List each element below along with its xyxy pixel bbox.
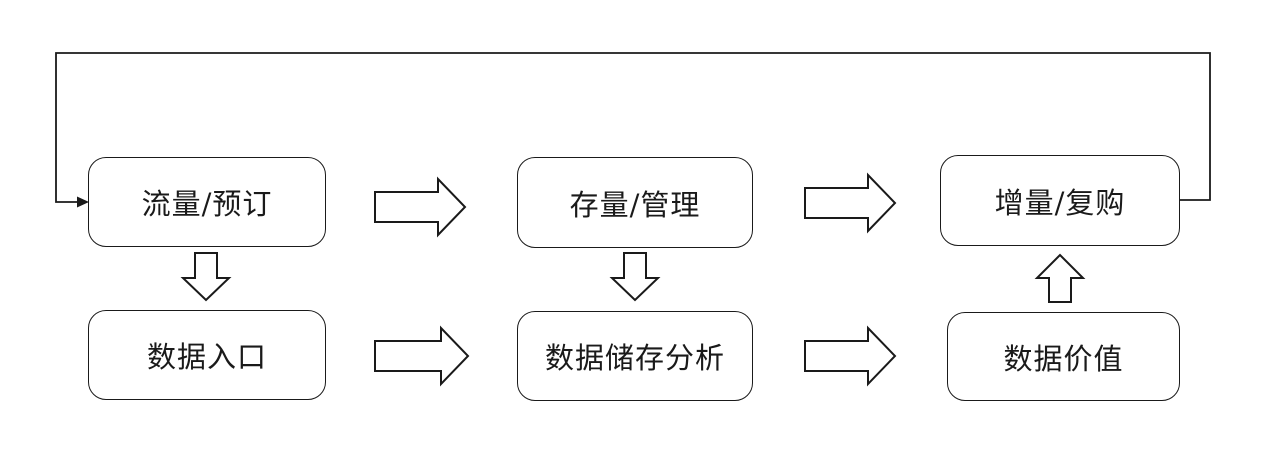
node-traffic-booking-label: 流量/预订 — [141, 187, 273, 221]
arrow-traffic-to-entry-icon — [180, 252, 232, 302]
node-traffic-booking: 流量/预订 — [88, 157, 326, 247]
arrow-traffic-to-stock-icon — [374, 176, 467, 238]
arrow-entry-to-storage-icon — [374, 325, 470, 387]
node-stock-management-label: 存量/管理 — [569, 187, 701, 222]
feedback-arrowhead-icon — [77, 196, 89, 208]
node-data-entry: 数据入口 — [88, 310, 326, 400]
node-data-value: 数据价值 — [947, 312, 1180, 401]
node-data-entry-label: 数据入口 — [146, 340, 267, 374]
node-increment-repurchase-label: 增量/复购 — [994, 185, 1126, 220]
arrow-stock-to-storage-icon — [609, 252, 661, 302]
feedback-line — [55, 52, 1211, 203]
arrow-storage-to-value-icon — [804, 325, 897, 387]
node-data-storage-analysis-label: 数据储存分析 — [544, 341, 725, 375]
arrow-stock-to-increment-icon — [804, 172, 897, 234]
node-stock-management: 存量/管理 — [517, 157, 753, 248]
node-data-storage-analysis: 数据储存分析 — [517, 311, 753, 401]
node-data-value-label: 数据价值 — [1003, 341, 1124, 376]
node-increment-repurchase: 增量/复购 — [940, 155, 1180, 246]
arrow-value-to-increment-icon — [1034, 253, 1086, 303]
